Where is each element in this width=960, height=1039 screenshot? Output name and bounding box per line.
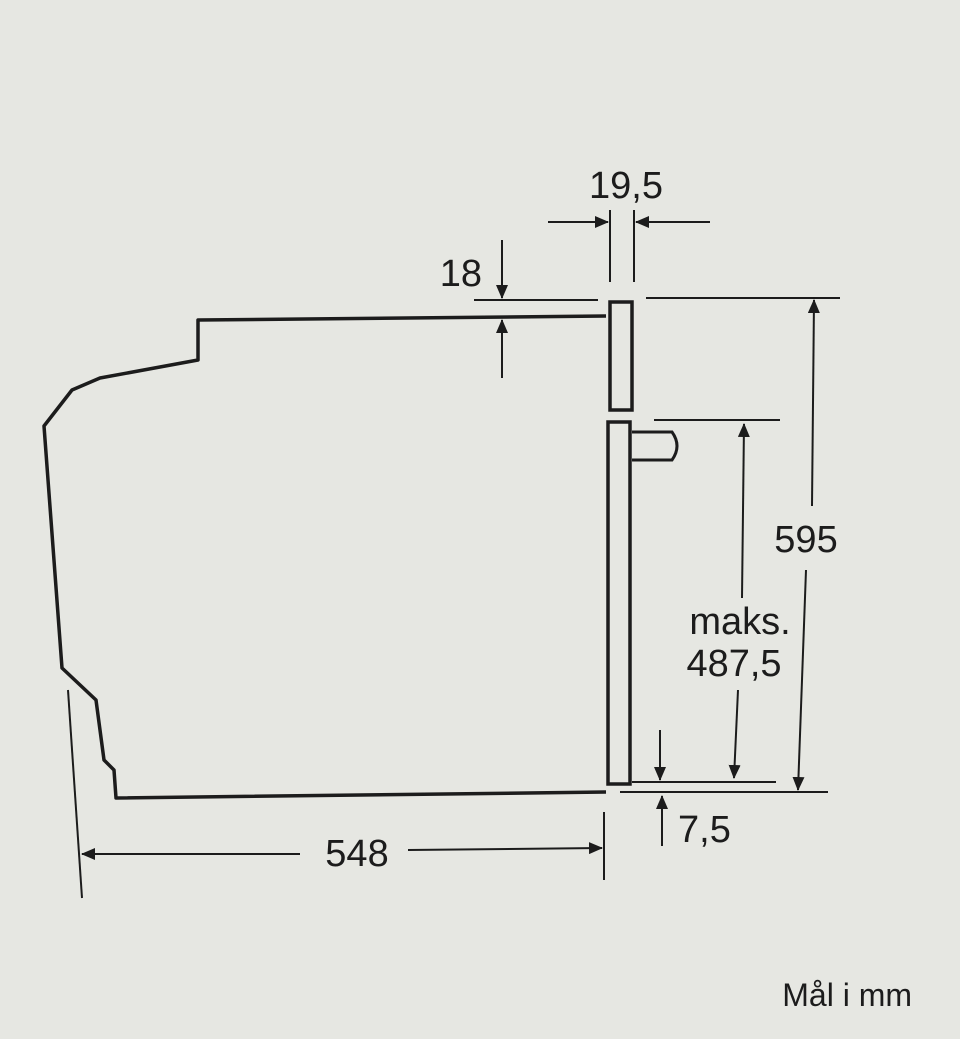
door-height-maks-label: maks. [689,601,790,643]
oven-door [606,420,632,786]
oven-body-outline [42,314,607,800]
gap-label: 19,5 [589,165,663,207]
bottom-label: 7,5 [678,809,731,851]
front-panel-upper [608,300,634,412]
width-label: 548 [325,833,388,875]
units-note: Mål i mm [782,977,912,1013]
height-arrow-up [807,299,820,507]
top-label: 18 [440,253,482,295]
height-label: 595 [774,519,837,561]
height-arrow-down [792,569,807,791]
left-reference-line [67,689,83,899]
door-height-value-label: 487,5 [686,643,781,685]
door-handle [632,430,679,462]
width-arrow-right [407,842,603,855]
door-height-arrow-up [737,423,750,599]
door-height-arrow-down [728,689,741,779]
